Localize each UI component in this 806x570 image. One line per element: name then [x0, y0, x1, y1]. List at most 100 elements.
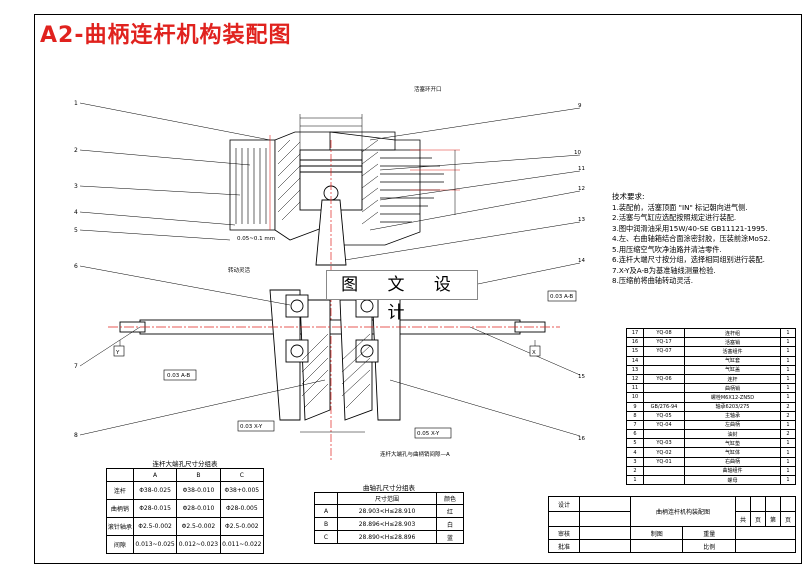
- title-block-cell: 页: [780, 511, 796, 527]
- bom-cell: 1: [780, 456, 796, 467]
- bom-cell: 曲柄销: [684, 383, 781, 394]
- bom-cell: 1: [780, 474, 796, 486]
- bom-cell: 7: [626, 419, 644, 431]
- bom-cell: 螺母: [684, 474, 781, 486]
- table-cell: 连杆: [106, 481, 134, 500]
- bom-cell: 轴承6203/275: [684, 401, 781, 412]
- bom-cell: YQ-06: [643, 373, 685, 385]
- table-right-caption: 曲轴孔尺寸分组表: [363, 484, 415, 492]
- bom-cell: 2: [780, 410, 796, 421]
- technical-notes: 技术要求: 1.装配前，活塞顶面 "IN" 标记朝向进气侧. 2.活塞与气缸应选…: [612, 192, 797, 287]
- bom-cell: 气缸体: [684, 447, 781, 458]
- bom-cell: 9: [626, 401, 644, 412]
- table-cell: 滚针轴承: [106, 517, 134, 536]
- bom-cell: [643, 364, 685, 375]
- bom-cell: 1: [780, 346, 796, 357]
- note-item: 3.图中润滑油采用15W/40-SE GB11121-1995.: [612, 223, 768, 233]
- table-cell: 蓝: [436, 530, 464, 544]
- note-item: 2.活塞与气缸应选配按照规定进行装配.: [612, 213, 737, 222]
- bom-cell: [643, 465, 685, 477]
- bom-cell: 1: [780, 383, 796, 394]
- part-number: 1: [74, 100, 78, 107]
- part-number: 11: [578, 166, 585, 172]
- table-header: [106, 468, 134, 482]
- hatching: [277, 139, 379, 225]
- table-cell: 28.890<H≤28.896: [337, 530, 437, 544]
- table-header: A: [132, 468, 178, 482]
- table-cell: 28.903<H≤28.910: [337, 504, 437, 518]
- bom-cell: YQ-05: [643, 410, 685, 421]
- bom-cell: YQ-04: [643, 419, 685, 431]
- bom-cell: [643, 429, 685, 440]
- datum-x-label: X: [532, 350, 536, 356]
- part-number: 14: [578, 258, 585, 264]
- bom-cell: 气缸垫: [684, 438, 781, 449]
- bom-cell: 3: [626, 456, 644, 467]
- bom-cell: YQ-07: [643, 346, 685, 357]
- drawing-title: A2-曲柄连杆机构装配图: [40, 23, 292, 48]
- bom-cell: [643, 474, 685, 486]
- table-cell: Φ2.5-0.002: [132, 517, 178, 536]
- part-number: 3: [74, 183, 78, 190]
- bom-cell: 活塞销: [684, 337, 781, 348]
- tolerance-frame: 0.05 X-Y: [417, 431, 440, 437]
- table-cell: 白: [436, 517, 464, 531]
- title-block-cell: 共: [735, 511, 751, 527]
- table-cell: 0.012~0.023: [176, 535, 221, 554]
- bom-cell: 14: [626, 355, 644, 366]
- part-number: 15: [578, 374, 585, 380]
- datum-y-label: Y: [115, 350, 120, 356]
- table-cell: Φ2.5-0.002: [176, 517, 221, 536]
- table-cell: Φ38-0.010: [176, 481, 221, 500]
- table-cell: 间隙: [106, 535, 134, 554]
- title-block-bottom: 重量: [682, 526, 736, 540]
- bom-cell: GB/276-94: [643, 401, 685, 412]
- title-block-bottom: 制图: [629, 526, 684, 540]
- bom-cell: 12: [626, 373, 644, 385]
- title-block-label: 设计: [548, 496, 580, 512]
- note-item: 8.压缩前将曲轴转动灵活.: [612, 276, 694, 285]
- bom-cell: 17: [626, 327, 644, 339]
- connecting-rod: [315, 140, 347, 460]
- bom-cell: 8: [626, 410, 644, 421]
- table-cell: Φ38+0.005: [219, 481, 265, 500]
- table-cell: Φ2.5-0.002: [219, 517, 265, 536]
- bom-cell: [643, 392, 685, 403]
- bom-cell: 1: [780, 447, 796, 458]
- bom-cell: 11: [626, 383, 644, 394]
- table-cell: Φ28-0.015: [132, 499, 178, 518]
- bom-cell: YQ-03: [643, 438, 685, 449]
- bom-cell: YQ-08: [643, 327, 685, 339]
- table-cell: 红: [436, 504, 464, 518]
- bom-cell: 气缸套: [684, 355, 781, 366]
- table-cell: Φ28-0.005: [219, 499, 265, 518]
- part-number: 4: [74, 209, 78, 216]
- bom-cell: 13: [626, 364, 644, 375]
- bom-cell: 气缸盖: [684, 364, 781, 375]
- note-item: 1.装配前，活塞顶面 "IN" 标记朝向进气侧.: [612, 202, 748, 212]
- title-block-label: 审核: [548, 526, 580, 540]
- bom-cell: 1: [780, 364, 796, 375]
- title-block-cell: 页: [750, 511, 766, 527]
- bottom-annotation: 连杆大端孔与曲柄销间隙—A: [380, 450, 450, 458]
- bom-cell: 1: [780, 392, 796, 403]
- part-number: 16: [578, 436, 585, 442]
- bom-cell: YQ-17: [643, 337, 685, 348]
- part-number: 9: [578, 103, 582, 109]
- bom-cell: 2: [626, 465, 644, 477]
- title-block-cell: 第: [765, 511, 781, 527]
- mid-annotation: 0.05~0.1 mm: [237, 236, 275, 242]
- crank-hatching: [301, 333, 371, 409]
- bom-cell: 螺栓M6X12-ZN5D: [684, 392, 781, 403]
- bom-cell: YQ-02: [643, 447, 685, 458]
- bom-cell: 1: [780, 465, 796, 477]
